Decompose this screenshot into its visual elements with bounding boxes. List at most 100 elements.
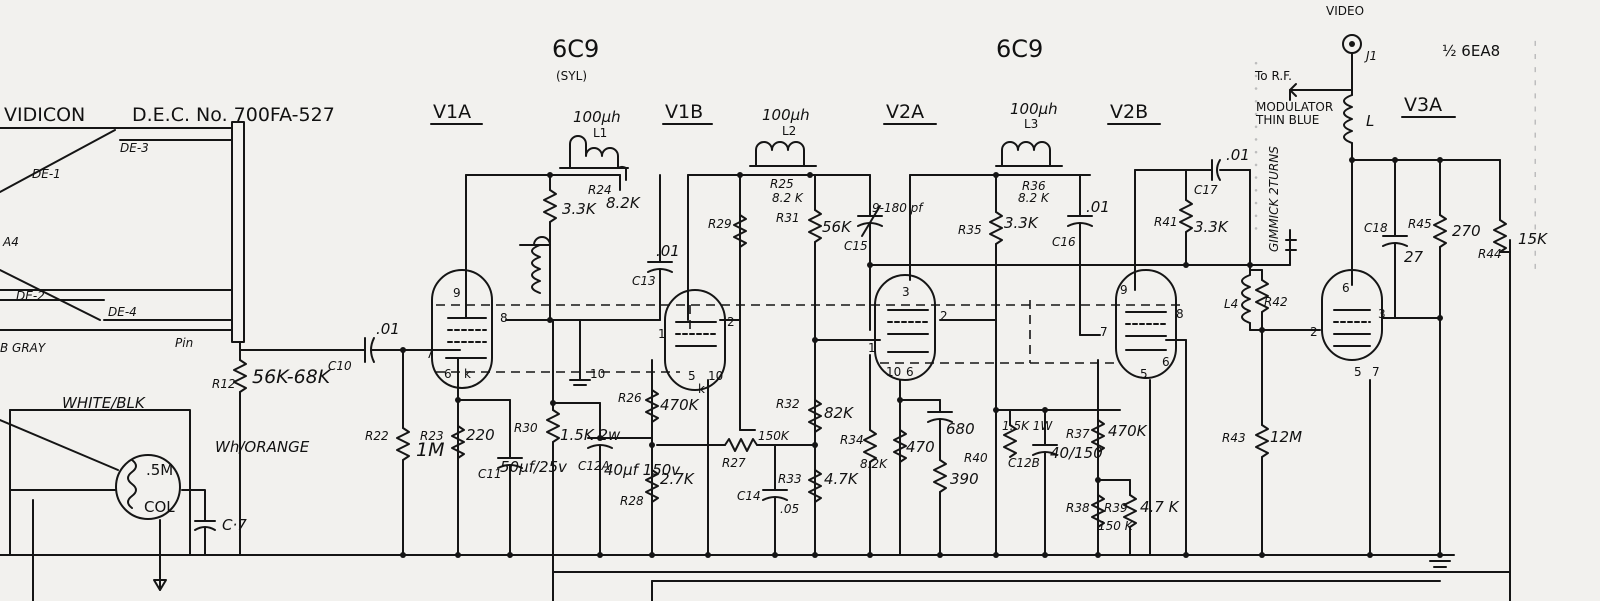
svg-text:6: 6 (1342, 281, 1350, 295)
resistor-r38: R38 (1066, 494, 1105, 528)
svg-text:C14: C14 (737, 489, 761, 503)
capacitor-c12a: C12A 40μf 150v (578, 402, 681, 556)
tube-v1-note: (SYL) (556, 69, 587, 83)
capacitor-c18: C18 27 (1364, 159, 1424, 319)
svg-text:R29: R29 (708, 217, 732, 231)
svg-text:C12B: C12B (1008, 456, 1040, 470)
svg-text:9: 9 (453, 286, 461, 300)
tube-v2a: 3 2 1 10 6 (868, 274, 948, 381)
label-c7: C·7 (222, 516, 247, 534)
svg-text:4.7K: 4.7K (824, 470, 859, 488)
svg-text:3: 3 (902, 285, 910, 299)
svg-text:5: 5 (1354, 365, 1362, 379)
resistor-r470: 470 (893, 429, 935, 463)
svg-text:220: 220 (466, 426, 495, 444)
svg-text:. . . . . . . . . . . . . .: . . . . . . . . . . . . . . (1250, 60, 1274, 232)
svg-text:5: 5 (688, 369, 696, 383)
svg-text:5: 5 (1140, 367, 1148, 381)
svg-text:C18: C18 (1364, 221, 1388, 235)
capacitor-c17: C17 .01 (1194, 146, 1251, 266)
svg-text:2: 2 (1310, 325, 1318, 339)
svg-text:.05: .05 (780, 502, 799, 516)
resistor-r28: 2.7K R28 (620, 469, 695, 508)
resistor-r22: R22 (365, 347, 410, 556)
svg-text:50μf/25v: 50μf/25v (500, 458, 568, 476)
svg-text:8.2K: 8.2K (860, 457, 888, 471)
svg-text:k: k (464, 367, 471, 381)
stage-v2b: V2B (1110, 101, 1148, 123)
svg-text:R41: R41 (1154, 215, 1178, 229)
svg-text:1.5K 1W: 1.5K 1W (1002, 419, 1053, 433)
coil-winding-icon (127, 459, 137, 509)
svg-text:470: 470 (906, 438, 935, 456)
svg-text:100μh: 100μh (762, 106, 810, 124)
svg-text:12M: 12M (1270, 428, 1302, 446)
resistor-r43: R43 12M (1222, 329, 1302, 556)
svg-text:3.3K: 3.3K (562, 200, 597, 218)
svg-text:R31: R31 (776, 211, 800, 225)
svg-text:R44: R44 (1478, 247, 1502, 261)
l4-inductor: L4 (1224, 264, 1251, 331)
arrow-left-icon (1289, 83, 1297, 97)
svg-text:56K: 56K (822, 218, 852, 236)
stage-labels: V1A V1B V2A V2B V3A (430, 94, 1456, 125)
tube-v2-type: 6C9 (996, 35, 1043, 63)
label-b-gray: B GRAY (0, 341, 47, 355)
resistor-r33: 4.7K (808, 469, 859, 503)
svg-text:100μh: 100μh (1010, 100, 1058, 118)
svg-text:15K: 15K (1518, 230, 1548, 248)
resistor-r45: R45 270 (1408, 159, 1481, 531)
tube-v1-type: 6C9 (552, 35, 599, 63)
resistor-r44: R44 15K (1439, 159, 1548, 261)
svg-text:L4: L4 (1224, 297, 1238, 311)
svg-text:470K: 470K (1108, 422, 1148, 440)
capacitor-c13: C13 .01 (632, 174, 680, 321)
svg-text:R36: R36 (1022, 179, 1046, 193)
resistor-r34: R34 8.2K (840, 354, 888, 556)
svg-text:R12: R12 (212, 377, 236, 391)
video-jack-icon: J1 (1342, 34, 1377, 96)
svg-text:3: 3 (1378, 307, 1386, 321)
svg-text:7: 7 (1100, 325, 1108, 339)
r12-value: 56K-68K (252, 366, 332, 388)
svg-text:R38: R38 (1066, 501, 1090, 515)
thin-blue-label: THIN BLUE (1255, 113, 1319, 127)
svg-text:8: 8 (500, 311, 508, 325)
svg-text:- - - - - - - - - - - - - - -: - - - - - - - - - - - - - - - - - - (1525, 40, 1549, 270)
svg-text:R37: R37 (1066, 427, 1090, 441)
svg-text:7: 7 (426, 347, 434, 361)
svg-text:8.2K: 8.2K (606, 194, 641, 212)
capacitor-c680: 680 (927, 399, 975, 461)
stage-v1b: V1B (665, 101, 703, 123)
svg-text:270: 270 (1452, 222, 1481, 240)
resistor-r41: R41 3.3K (1154, 199, 1229, 266)
svg-text:.01: .01 (1086, 198, 1110, 216)
svg-text:1M: 1M (416, 439, 444, 461)
svg-text:4.7 K: 4.7 K (1140, 498, 1180, 516)
svg-text:k: k (698, 382, 705, 396)
svg-text:R32: R32 (776, 397, 800, 411)
to-rf-label: To R.F. (1254, 69, 1292, 83)
svg-text:.01: .01 (656, 242, 680, 260)
svg-text:27: 27 (1404, 248, 1424, 266)
label-de1: DE-1 (32, 167, 61, 181)
resistor-r26: R26 470K (618, 389, 700, 423)
svg-text:R25: R25 (770, 177, 794, 191)
l2-inductor: 100μh L2 (749, 106, 817, 167)
resistor-r37: R37 470K (1066, 419, 1148, 453)
svg-text:3.3K: 3.3K (1004, 214, 1039, 232)
resistor-r24: 3.3K R24 8.2K (519, 174, 641, 301)
svg-text:R42: R42 (1264, 295, 1288, 309)
vidicon-label: VIDICON (4, 104, 85, 126)
svg-text:2.7K: 2.7K (660, 470, 695, 488)
svg-text:R34: R34 (840, 433, 864, 447)
capacitor-c12b: C12B 40/150 (1008, 409, 1103, 556)
label-white-blk: WHITE/BLK (62, 394, 146, 412)
capacitor-c16: C16 .01 (1052, 174, 1110, 336)
svg-text:R30: R30 (514, 421, 538, 435)
svg-text:C15: C15 (844, 239, 868, 253)
label-de2: DE-2 (16, 289, 45, 303)
l3-inductor: 100μh L3 (995, 100, 1063, 167)
svg-text:8: 8 (1176, 307, 1184, 321)
